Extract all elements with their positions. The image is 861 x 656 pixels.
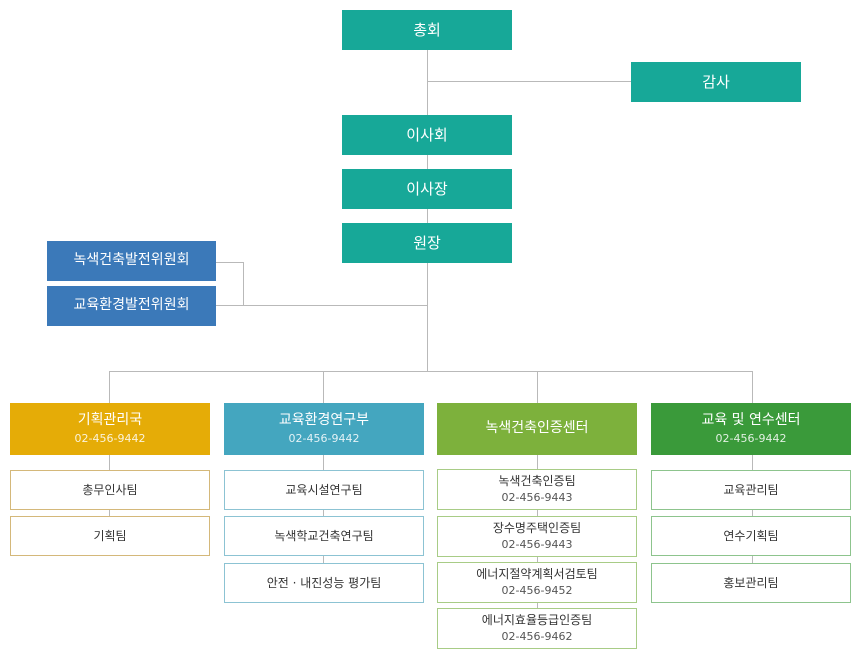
team-name: 홍보관리팀 <box>723 575 779 590</box>
chairman-box: 이사장 <box>342 169 512 209</box>
dept-name: 교육 및 연수센터 <box>701 411 801 428</box>
team-education-facility-research: 교육시설연구팀 <box>224 470 424 510</box>
team-energy-saving-plan-review: 에너지절약계획서검토팀 02-456-9452 <box>437 562 637 603</box>
team-pr-management: 홍보관리팀 <box>651 563 851 603</box>
dept-education-environment-research: 교육환경연구부 02-456-9442 <box>224 403 424 455</box>
team-name: 교육관리팀 <box>723 482 779 497</box>
team-name: 장수명주택인증팀 <box>492 521 582 536</box>
team-green-building-certification: 녹색건축인증팀 02-456-9443 <box>437 469 637 510</box>
connector-line <box>243 262 244 306</box>
dept-planning-management: 기획관리국 02-456-9442 <box>10 403 210 455</box>
dept-name: 녹색건축인증센터 <box>485 420 589 437</box>
connector-line <box>216 305 428 306</box>
team-phone: 02-456-9443 <box>501 491 573 505</box>
dept-education-training-center: 교육 및 연수센터 02-456-9442 <box>651 403 851 455</box>
team-name: 총무인사팀 <box>82 482 138 497</box>
team-education-management: 교육관리팀 <box>651 470 851 510</box>
team-name: 녹색학교건축연구팀 <box>274 528 374 543</box>
dept-phone: 02-456-9442 <box>288 432 360 446</box>
board-label: 이사회 <box>406 125 448 144</box>
connector-line <box>752 371 753 403</box>
team-energy-efficiency-certification: 에너지효율등급인증팀 02-456-9462 <box>437 608 637 649</box>
team-general-affairs: 총무인사팀 <box>10 470 210 510</box>
education-environment-committee-box: 교육환경발전위원회 <box>47 286 216 326</box>
team-safety-seismic-evaluation: 안전 · 내진성능 평가팀 <box>224 563 424 603</box>
general-assembly-label: 총회 <box>413 20 441 39</box>
connector-line <box>427 81 631 82</box>
connector-line <box>427 50 428 372</box>
team-name: 에너지효율등급인증팀 <box>481 613 593 628</box>
general-assembly-box: 총회 <box>342 10 512 50</box>
team-name: 안전 · 내진성능 평가팀 <box>266 575 382 590</box>
committee-label: 교육환경발전위원회 <box>73 297 190 314</box>
team-training-planning: 연수기획팀 <box>651 516 851 556</box>
chairman-label: 이사장 <box>406 179 448 198</box>
president-box: 원장 <box>342 223 512 263</box>
team-planning: 기획팀 <box>10 516 210 556</box>
team-name: 교육시설연구팀 <box>285 482 363 497</box>
audit-label: 감사 <box>702 72 730 91</box>
team-name: 에너지절약계획서검토팀 <box>476 567 598 582</box>
board-box: 이사회 <box>342 115 512 155</box>
team-long-life-housing-certification: 장수명주택인증팀 02-456-9443 <box>437 516 637 557</box>
president-label: 원장 <box>413 233 441 252</box>
connector-line <box>109 371 753 372</box>
audit-box: 감사 <box>631 62 801 102</box>
dept-green-building-certification: 녹색건축인증센터 <box>437 403 637 455</box>
dept-phone: 02-456-9442 <box>74 432 146 446</box>
team-name: 기획팀 <box>93 528 127 543</box>
dept-name: 교육환경연구부 <box>278 411 370 428</box>
team-phone: 02-456-9452 <box>501 584 573 598</box>
team-phone: 02-456-9462 <box>501 630 573 644</box>
committee-label: 녹색건축발전위원회 <box>73 252 190 269</box>
team-name: 녹색건축인증팀 <box>498 474 576 489</box>
dept-name: 기획관리국 <box>77 411 143 428</box>
team-name: 연수기획팀 <box>723 528 779 543</box>
dept-phone: 02-456-9442 <box>715 432 787 446</box>
connector-line <box>216 262 243 263</box>
team-phone: 02-456-9443 <box>501 538 573 552</box>
connector-line <box>537 371 538 403</box>
team-green-school-research: 녹색학교건축연구팀 <box>224 516 424 556</box>
connector-line <box>323 371 324 403</box>
green-building-committee-box: 녹색건축발전위원회 <box>47 241 216 281</box>
connector-line <box>109 371 110 403</box>
